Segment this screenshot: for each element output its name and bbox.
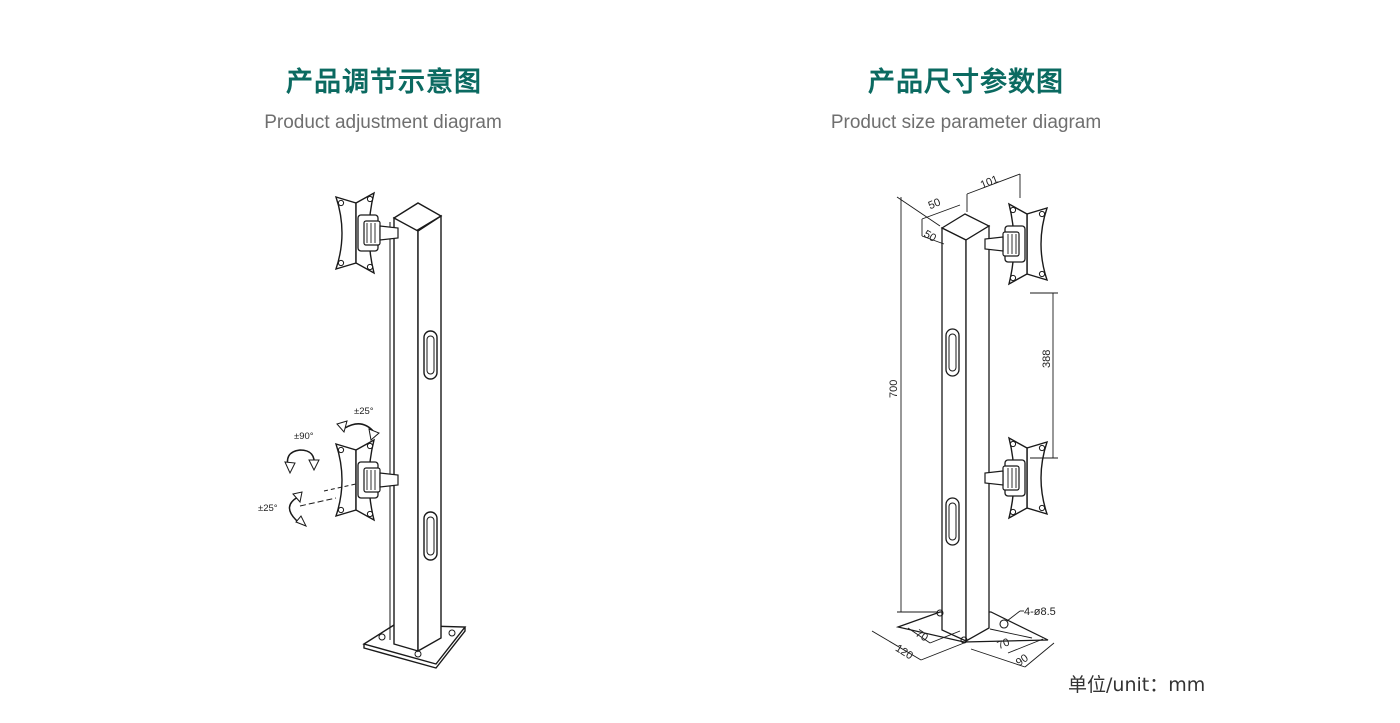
rotate-angle-label: ±90°	[294, 431, 314, 442]
size-diagram: 50 50 101 700 388 4-ø8.5 70 70 120 90	[871, 173, 1058, 669]
base-width-dimension: 90	[1014, 652, 1031, 669]
tilt-angle-label: ±25°	[354, 406, 374, 417]
arm-depth-dimension: 101	[979, 173, 1001, 191]
size-diagram-title: 产品尺寸参数图	[868, 67, 1064, 98]
swivel-angle-label: ±25°	[258, 503, 278, 514]
bracket-spacing-dimension: 388	[1041, 350, 1053, 368]
adjustment-diagram: ±25° ±90° ±25°	[258, 192, 467, 669]
unit-note: 单位/unit：mm	[1068, 674, 1206, 696]
pole-height-dimension: 700	[888, 380, 900, 398]
pole-width-dimension: 50	[927, 196, 943, 212]
size-diagram-subtitle: Product size parameter diagram	[830, 112, 1102, 133]
mounting-holes-dimension: 4-ø8.5	[1024, 606, 1056, 618]
hole-spacing-y-dimension: 70	[996, 636, 1012, 652]
hole-spacing-x-dimension: 70	[913, 628, 930, 645]
adjustment-diagram-title: 产品调节示意图	[286, 67, 482, 98]
adjustment-diagram-subtitle: Product adjustment diagram	[264, 112, 502, 133]
pole-depth-dimension: 50	[921, 228, 938, 245]
